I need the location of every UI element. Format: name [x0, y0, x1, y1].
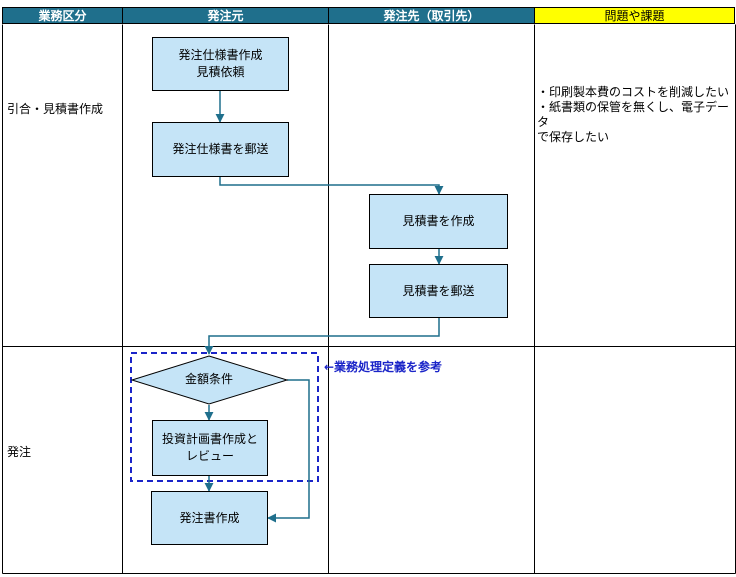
header-area: 業務区分 — [2, 7, 123, 24]
node-create-quote: 見積書を作成 — [369, 194, 508, 249]
node-investment-plan: 投資計画書作成と レビュー — [152, 420, 268, 476]
reference-note: ←業務処理定義を参考 — [324, 360, 443, 374]
node-create-spec-line2: 見積依頼 — [196, 65, 245, 79]
decision-diamond — [130, 355, 289, 405]
node-create-quote-label: 見積書を作成 — [402, 214, 475, 228]
node-investment-plan-line2: レビュー — [185, 449, 234, 463]
decision-label: 金額条件 — [184, 372, 233, 386]
header-client: 発注元 — [122, 7, 329, 24]
connector-condition-bypass — [267, 379, 310, 523]
issue-line-3: で保存したい — [537, 130, 610, 144]
connector-mailquote-to-condition — [204, 318, 440, 355]
node-create-order-label: 発注書作成 — [179, 510, 240, 525]
node-investment-plan-line1: 投資計画書作成と — [161, 432, 258, 446]
node-create-order: 発注書作成 — [151, 491, 268, 545]
node-mail-spec-label: 発注仕様書を郵送 — [172, 142, 269, 156]
row-label-order: 発注 — [7, 445, 32, 459]
reference-frame — [130, 352, 319, 482]
node-create-spec: 発注仕様書作成 見積依頼 — [152, 37, 289, 91]
node-mail-quote-label: 見積書を郵送 — [402, 283, 475, 298]
node-mail-quote: 見積書を郵送 — [369, 264, 508, 318]
node-mail-spec: 発注仕様書を郵送 — [152, 122, 289, 177]
node-create-spec-line1: 発注仕様書作成 — [178, 48, 263, 62]
header-issues: 問題や課題 — [534, 7, 735, 24]
header-vendor: 発注先（取引先） — [328, 7, 535, 24]
issue-line-2: ・紙書類の保管を無くし、電子データ — [537, 100, 730, 129]
issues-text: ・印刷製本費のコストを削減したい ・紙書類の保管を無くし、電子データ で保存した… — [537, 85, 733, 145]
connector-mail-to-quote — [219, 177, 444, 195]
issue-line-1: ・印刷製本費のコストを削減したい — [537, 85, 730, 99]
row-label-inquiry: 引合・見積書作成 — [7, 102, 104, 116]
